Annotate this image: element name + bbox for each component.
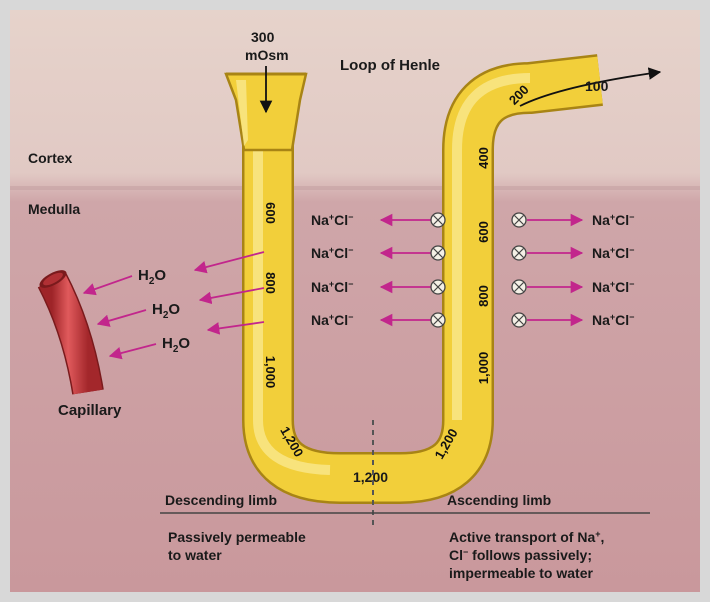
ascending-value: 1,000 — [476, 352, 491, 385]
descending-desc-line1: Passively permeable — [168, 529, 306, 545]
diagram-title: Loop of Henle — [340, 57, 440, 74]
water-to-capillary-arrow — [108, 343, 157, 360]
ascending-limb-title: Ascending limb — [447, 492, 551, 508]
ascending-desc-line3: impermeable to water — [449, 565, 593, 581]
cortex-label: Cortex — [28, 150, 73, 166]
nacl-transport: Na+Cl− Na+Cl− Na+Cl− Na+Cl− Na+Cl− Na+Cl− Na+C… — [311, 212, 634, 328]
water-from-tubule-arrow — [193, 251, 265, 274]
nacl-label: Na+Cl− — [592, 312, 634, 328]
nacl-label: Na+Cl− — [311, 279, 353, 295]
bottom-value: 1,200 — [353, 469, 388, 485]
medulla-label: Medulla — [28, 201, 80, 217]
ascending-value: 400 — [476, 147, 491, 169]
top-osmolarity-unit: mOsm — [245, 47, 289, 63]
nacl-label: Na+Cl− — [592, 279, 634, 295]
water-label: H2O — [162, 335, 190, 355]
ascending-value: 800 — [476, 285, 491, 307]
water-to-capillary-arrow — [96, 309, 147, 327]
capillary — [37, 270, 104, 395]
descending-value: 1,000 — [263, 356, 278, 389]
descending-desc-line2: to water — [168, 547, 222, 563]
water-to-capillary-arrow — [82, 275, 133, 296]
water-efflux: H2O H2O H2O — [82, 251, 265, 360]
ascending-desc-line2: Cl− follows passively; — [449, 547, 592, 563]
capillary-label: Capillary — [58, 402, 122, 419]
nacl-label: Na+Cl− — [592, 212, 634, 228]
ascending-desc-line1: Active transport of Na+, — [449, 529, 604, 545]
water-label: H2O — [138, 267, 166, 287]
exit-arrow — [519, 67, 662, 107]
nacl-label: Na+Cl− — [592, 245, 634, 261]
descending-value: 600 — [263, 202, 278, 224]
nacl-label: Na+Cl− — [311, 245, 353, 261]
water-label: H2O — [152, 301, 180, 321]
exit-value: 100 — [585, 78, 609, 94]
descending-limb-title: Descending limb — [165, 492, 277, 508]
nacl-label: Na+Cl− — [311, 312, 353, 328]
water-from-tubule-arrow — [198, 287, 265, 305]
cortex-medulla-divider — [10, 186, 700, 190]
descending-value: 800 — [263, 272, 278, 294]
ascending-value: 600 — [476, 221, 491, 243]
nacl-label: Na+Cl− — [311, 212, 353, 228]
top-osmolarity-value: 300 — [251, 29, 275, 45]
water-from-tubule-arrow — [206, 321, 265, 335]
